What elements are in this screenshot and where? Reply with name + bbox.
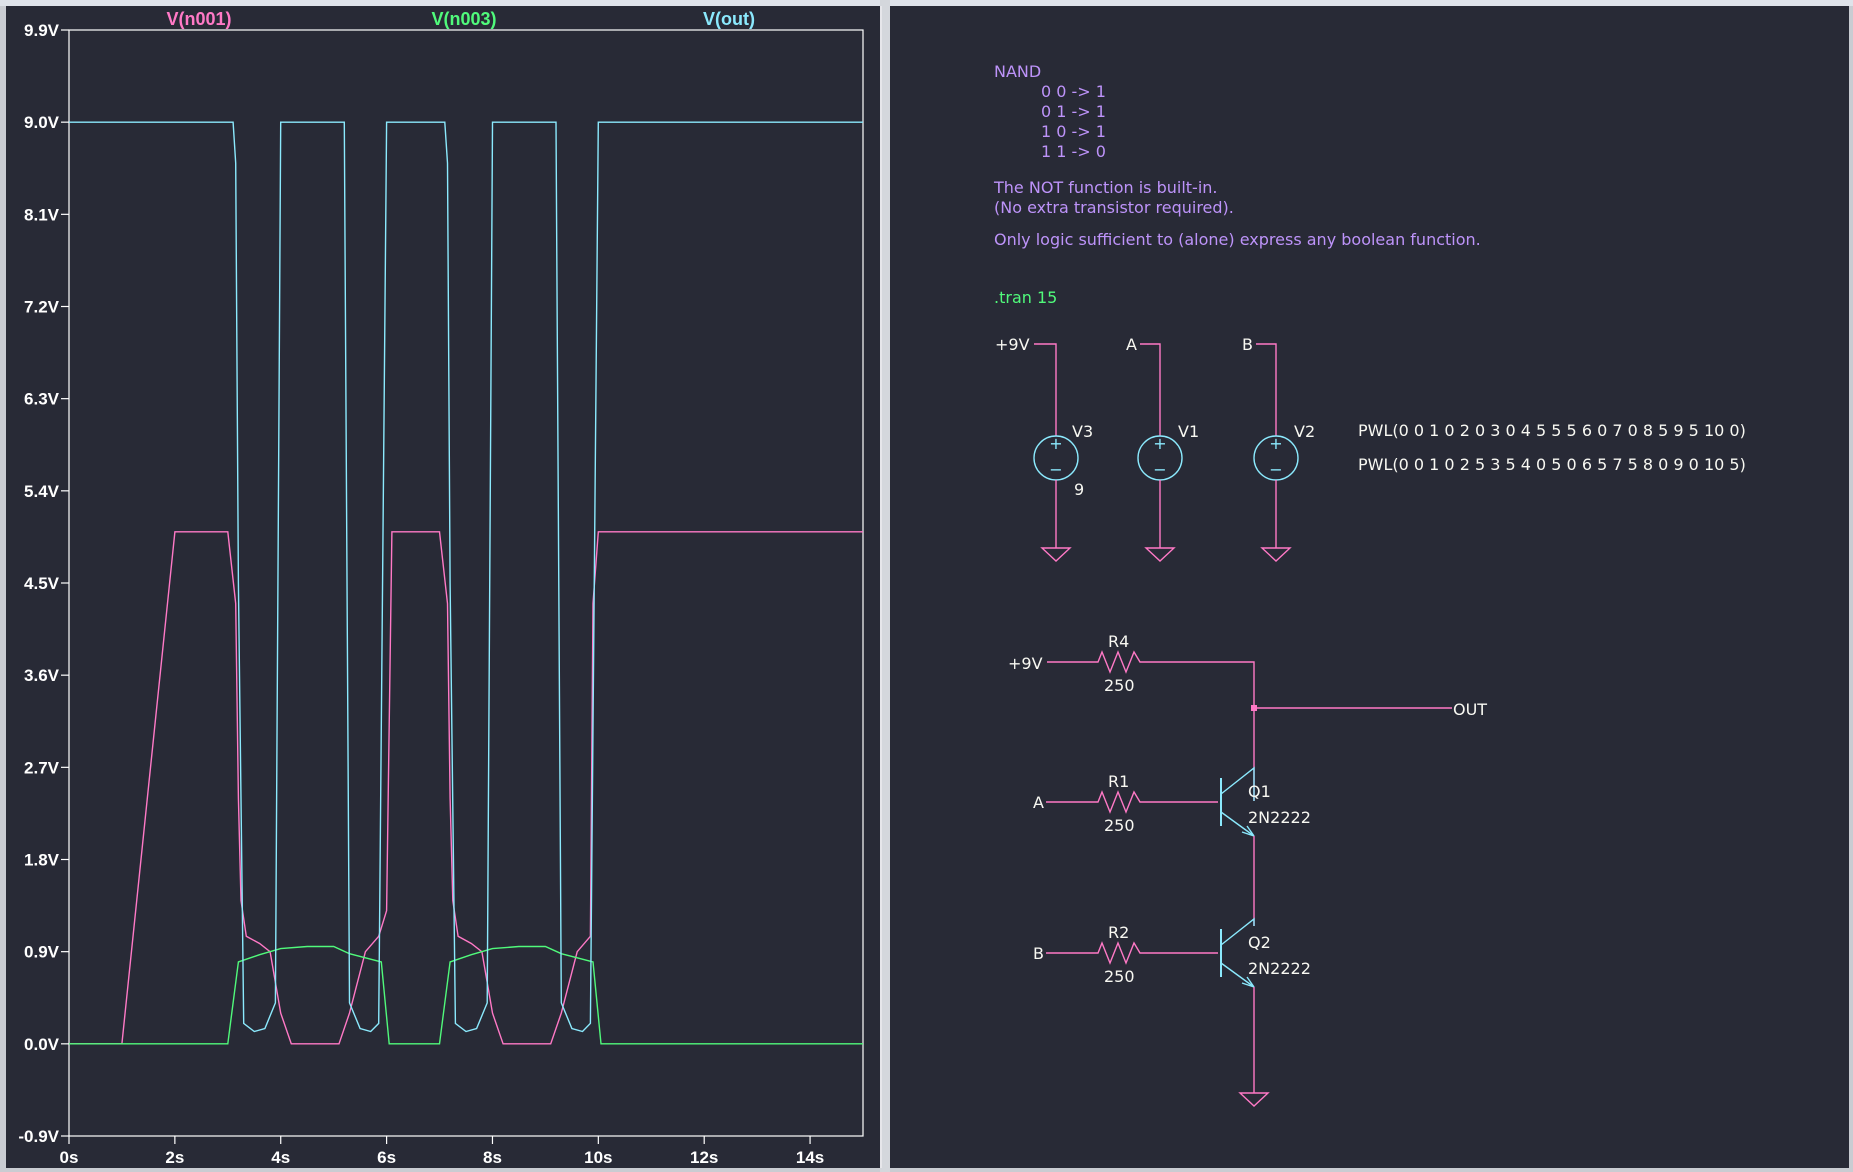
x-tick-label: 6s <box>377 1148 396 1167</box>
source-v3[interactable]: +9V + − V3 9 <box>995 335 1093 562</box>
out-label: OUT <box>1453 700 1487 719</box>
plot-frame <box>68 29 864 1137</box>
v2-pwl: PWL(0 0 1 0 2 5 3 5 4 0 5 0 6 5 7 5 8 0 … <box>1358 455 1746 474</box>
y-tick-label: 8.1V <box>24 205 60 224</box>
resistor-r1[interactable]: A R1 250 <box>1033 772 1218 835</box>
net-label-9v: +9V <box>995 335 1030 354</box>
truth-row-1[interactable]: 0 0 -> 1 <box>1041 82 1106 101</box>
ground-icon <box>1040 547 1072 562</box>
v3-name: V3 <box>1072 422 1093 441</box>
y-tick-label: 9.9V <box>24 21 60 40</box>
svg-text:+: + <box>1049 434 1062 453</box>
note-line-2[interactable]: (No extra transistor required). <box>994 198 1234 217</box>
note-line-3[interactable]: Only logic sufficient to (alone) express… <box>994 230 1481 249</box>
x-tick-label: 0s <box>60 1148 79 1167</box>
y-tick-label: 7.2V <box>24 298 60 317</box>
x-tick-label: 4s <box>271 1148 290 1167</box>
net-label-9v-r4: +9V <box>1008 654 1043 673</box>
r2-name: R2 <box>1108 923 1129 942</box>
trace-v-n001 <box>69 531 863 1045</box>
r2-value: 250 <box>1104 967 1135 986</box>
trace-v-n003 <box>69 945 863 1045</box>
y-tick-label: 5.4V <box>24 482 60 501</box>
truth-row-3[interactable]: 1 0 -> 1 <box>1041 122 1106 141</box>
svg-text:+: + <box>1269 434 1282 453</box>
title-strip-right <box>890 0 1853 6</box>
legend-entry[interactable]: V(n001) <box>166 9 231 29</box>
x-tick-label: 8s <box>483 1148 502 1167</box>
v3-value: 9 <box>1074 480 1084 499</box>
x-tick-label: 2s <box>165 1148 184 1167</box>
resistor-r4[interactable]: +9V R4 250 <box>1008 632 1255 801</box>
resistor-r2[interactable]: B R2 250 <box>1033 923 1218 986</box>
x-tick-label: 14s <box>796 1148 824 1167</box>
y-tick-label: 2.7V <box>24 758 60 777</box>
waveform-plot[interactable]: 9.9V 9.0V 8.1V 7.2V 6.3V 5.4V 4.5V 3.6V 2.7V 1.8V… <box>6 6 880 1168</box>
ground-icon <box>1238 1092 1270 1107</box>
comment-title[interactable]: NAND <box>994 62 1041 81</box>
legend-entry[interactable]: V(out) <box>703 9 755 29</box>
truth-row-2[interactable]: 0 1 -> 1 <box>1041 102 1106 121</box>
q1-name: Q1 <box>1248 782 1271 801</box>
schematic-editor[interactable]: NAND 0 0 -> 1 0 1 -> 1 1 0 -> 1 1 1 -> 0… <box>890 6 1849 1168</box>
q1-model: 2N2222 <box>1248 808 1311 827</box>
legend-entry[interactable]: V(n003) <box>431 9 496 29</box>
x-axis: 0s 2s 4s 6s 8s 10s 12s 14s <box>60 1136 824 1167</box>
output-net[interactable]: OUT <box>1251 700 1487 719</box>
y-tick-label: 4.5V <box>24 574 60 593</box>
source-v1[interactable]: A + − V1 PWL(0 0 1 0 2 0 3 0 4 5 5 5 6 0… <box>1126 335 1746 562</box>
net-label-a-r1: A <box>1033 793 1044 812</box>
trace-group <box>69 121 863 1045</box>
tran-directive[interactable]: .tran 15 <box>994 288 1057 307</box>
ground-icon <box>1144 547 1176 562</box>
svg-text:−: − <box>1269 460 1282 479</box>
waveform-viewer[interactable]: 9.9V 9.0V 8.1V 7.2V 6.3V 5.4V 4.5V 3.6V 2.7V 1.8V… <box>6 6 882 1168</box>
x-tick-label: 12s <box>690 1148 718 1167</box>
transistor-q1[interactable]: Q1 2N2222 <box>1220 766 1311 926</box>
y-tick-label: 0.9V <box>24 943 60 962</box>
v1-pwl: PWL(0 0 1 0 2 0 3 0 4 5 5 5 6 0 7 0 8 5 … <box>1358 421 1746 440</box>
svg-text:+: + <box>1153 434 1166 453</box>
y-tick-label: 9.0V <box>24 113 60 132</box>
y-tick-label: 0.0V <box>24 1035 60 1054</box>
y-tick-label: 1.8V <box>24 851 60 870</box>
v2-name: V2 <box>1294 422 1315 441</box>
r4-value: 250 <box>1104 676 1135 695</box>
svg-text:−: − <box>1153 460 1166 479</box>
v1-name: V1 <box>1178 422 1199 441</box>
y-tick-label: -0.9V <box>18 1127 59 1146</box>
schematic-canvas[interactable]: NAND 0 0 -> 1 0 1 -> 1 1 0 -> 1 1 1 -> 0… <box>890 6 1849 1168</box>
trace-legend[interactable]: V(n001) V(n003) V(out) <box>166 9 755 29</box>
q2-name: Q2 <box>1248 933 1271 952</box>
pane-splitter[interactable] <box>880 0 890 1172</box>
y-axis: 9.9V 9.0V 8.1V 7.2V 6.3V 5.4V 4.5V 3.6V 2.7V 1.8V… <box>18 21 69 1146</box>
trace-v-out <box>69 121 863 1033</box>
net-label-a: A <box>1126 335 1137 354</box>
net-label-b-r2: B <box>1033 944 1044 963</box>
r1-value: 250 <box>1104 816 1135 835</box>
title-strip-left <box>0 0 880 6</box>
q2-model: 2N2222 <box>1248 959 1311 978</box>
transistor-q2[interactable]: Q2 2N2222 <box>1220 917 1311 1107</box>
r4-name: R4 <box>1108 632 1129 651</box>
truth-row-4[interactable]: 1 1 -> 0 <box>1041 142 1106 161</box>
ground-icon <box>1260 547 1292 562</box>
source-v2[interactable]: B + − V2 PWL(0 0 1 0 2 5 3 5 4 0 5 0 6 5… <box>1242 335 1746 562</box>
y-tick-label: 6.3V <box>24 390 60 409</box>
net-label-b: B <box>1242 335 1253 354</box>
r1-name: R1 <box>1108 772 1129 791</box>
svg-text:−: − <box>1049 460 1062 479</box>
note-line-1[interactable]: The NOT function is built-in. <box>993 178 1217 197</box>
y-tick-label: 3.6V <box>24 666 60 685</box>
x-tick-label: 10s <box>584 1148 612 1167</box>
